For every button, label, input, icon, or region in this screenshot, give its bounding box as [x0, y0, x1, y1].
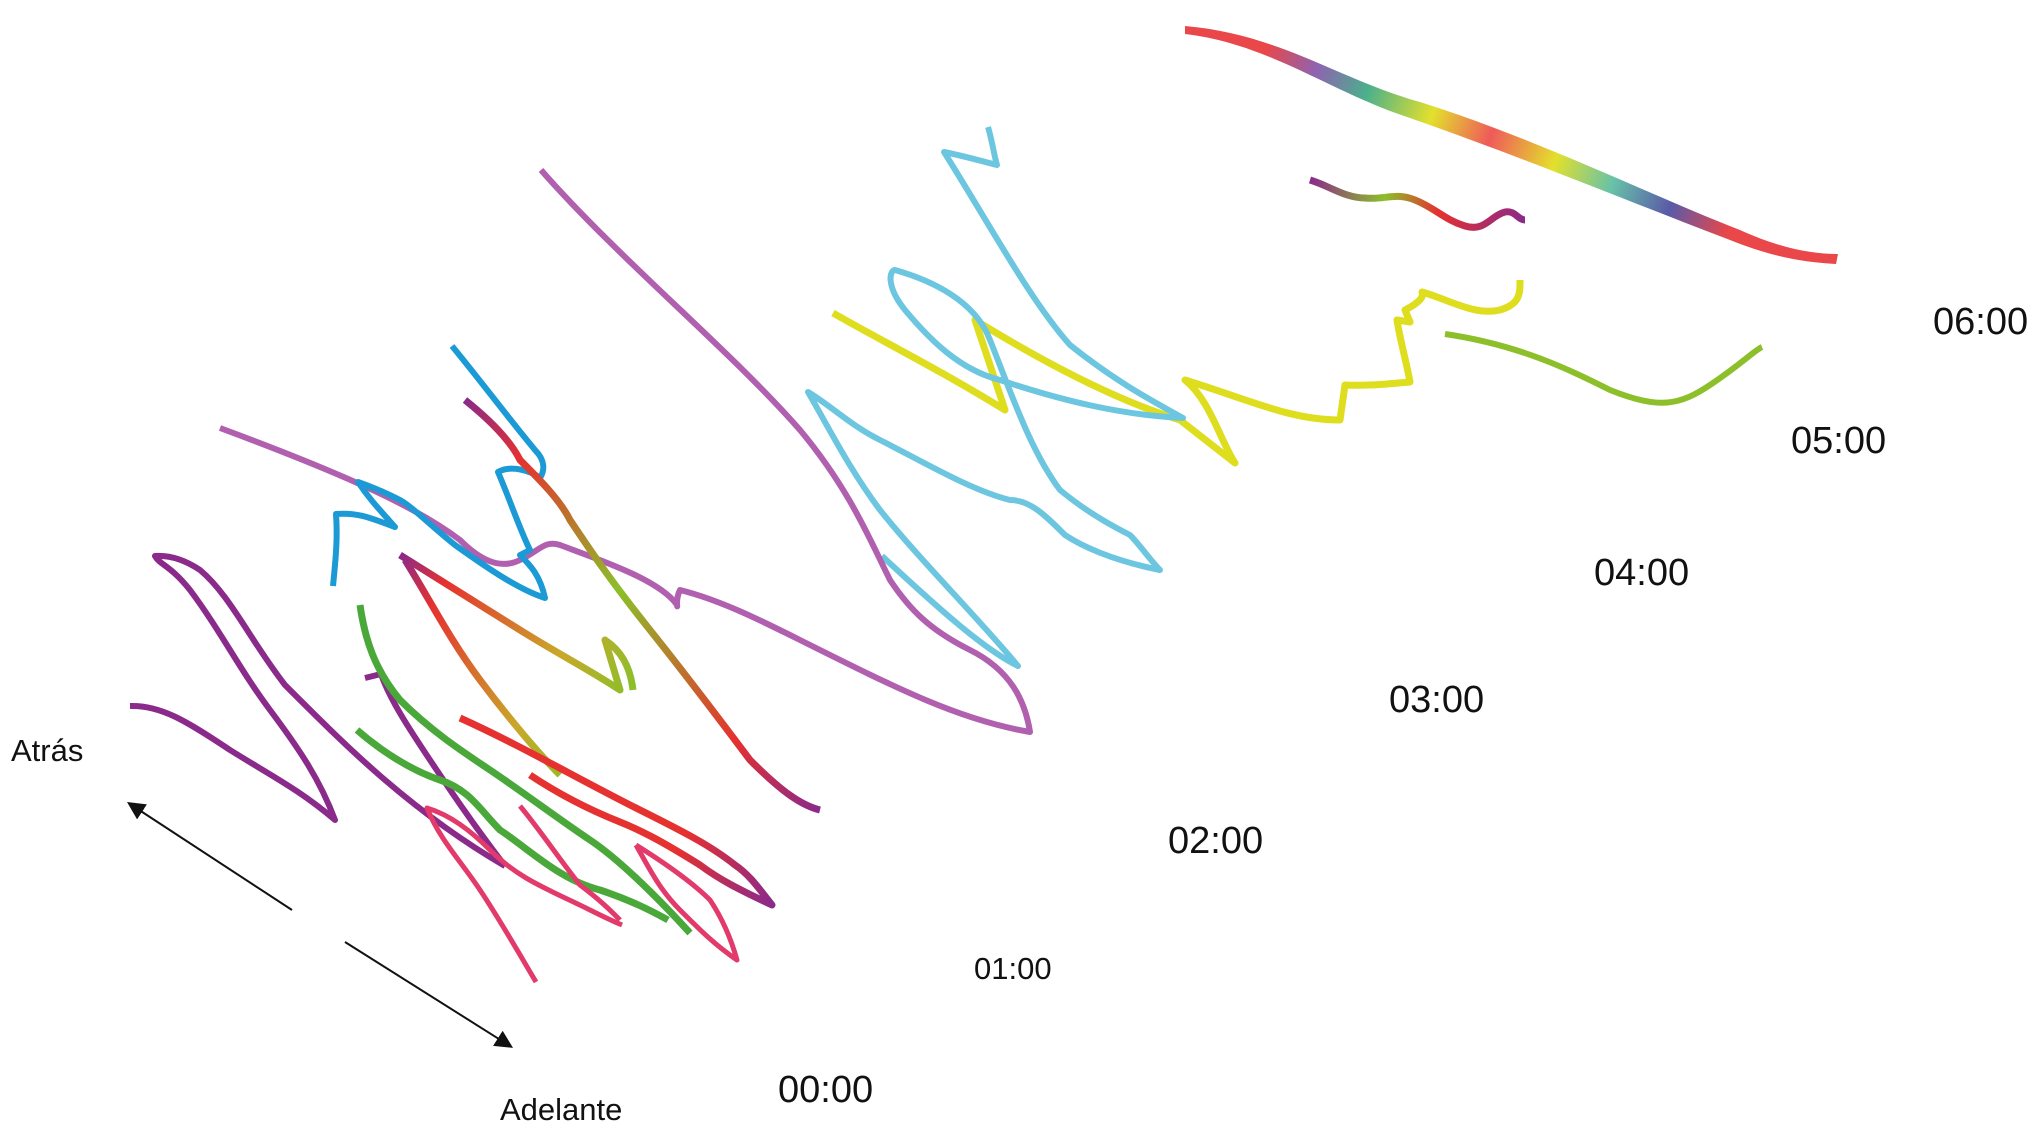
trace-purple-loop: [129, 552, 507, 869]
trace-rainbow-ribbon: [1185, 26, 1838, 264]
time-label-0300: 03:00: [1389, 679, 1484, 721]
trace-light-blue: [805, 126, 1186, 669]
trace-pink-3: [633, 842, 740, 963]
time-label-0600: 06:00: [1933, 301, 2028, 343]
trace-gradient-a: [462, 397, 821, 814]
trace-red-purple: [458, 714, 776, 909]
trace-purple-inner: [364, 671, 508, 868]
label-forward: Adelante: [500, 1092, 622, 1127]
time-label-0200: 02:00: [1168, 820, 1263, 862]
time-label-0500: 05:00: [1791, 420, 1886, 462]
trace-small-squiggle: [1308, 176, 1526, 231]
time-label-0000: 00:00: [778, 1069, 873, 1111]
trace-pink-1: [424, 805, 623, 984]
label-back: Atrás: [11, 733, 83, 768]
trace-pink-2: [518, 804, 622, 922]
trace-yellow: [831, 279, 1524, 467]
trace-gradient-b: [398, 552, 637, 694]
trace-gradient-b2: [402, 558, 563, 778]
trace-violet-long: [218, 168, 1033, 735]
arrow-forward: [344, 941, 514, 1048]
time-label-0100: 01:00: [974, 951, 1052, 986]
trace-blue: [330, 344, 548, 601]
trace-green-2: [354, 727, 670, 924]
arrow-back: [126, 802, 293, 911]
trace-lime: [1444, 331, 1764, 406]
trace-green-1: [356, 604, 693, 936]
time-label-0400: 04:00: [1594, 552, 1689, 594]
